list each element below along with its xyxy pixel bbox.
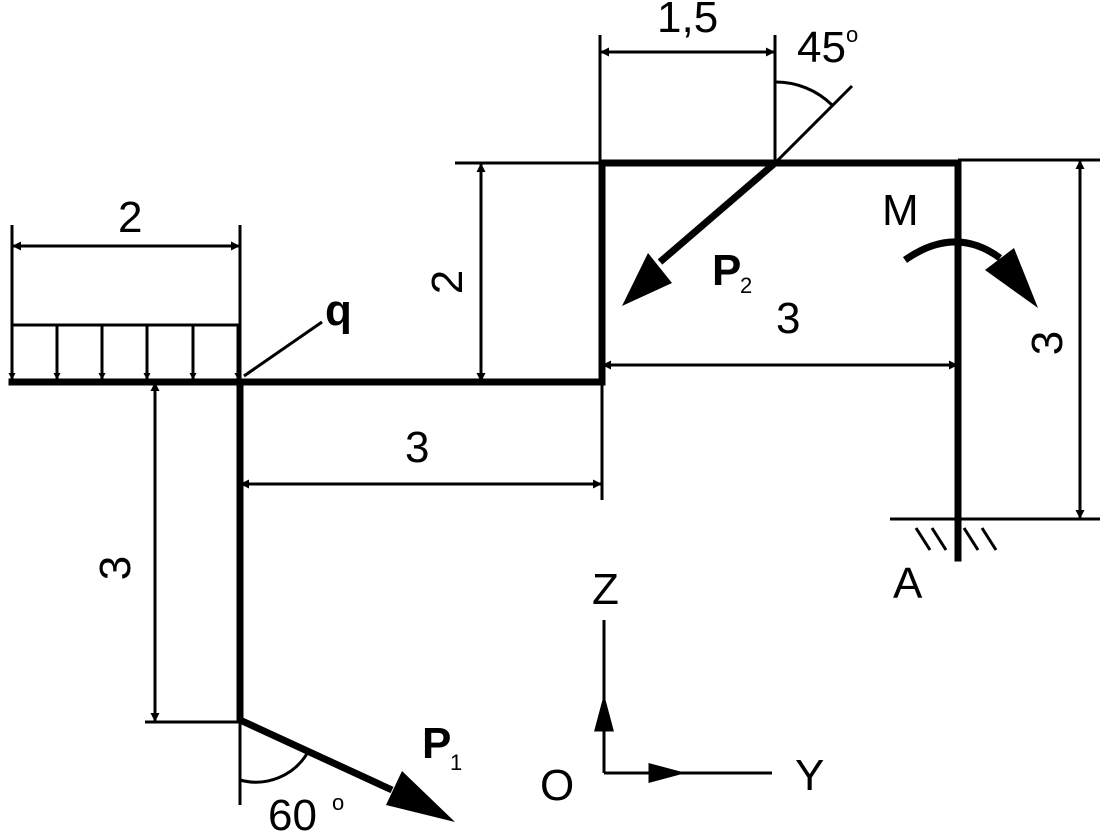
moment-m <box>902 238 1038 308</box>
coordinate-axes <box>594 620 772 783</box>
frame <box>8 159 962 724</box>
label-dim-q-width: 2 <box>118 193 142 242</box>
label-dim-left-height: 3 <box>91 556 140 580</box>
label-axis-z: Z <box>592 565 619 614</box>
label-axis-o: O <box>540 761 574 810</box>
label-dim-bottom-span: 3 <box>405 423 429 472</box>
label-degree-top: o <box>846 22 858 47</box>
label-angle-top: 45 <box>797 23 846 72</box>
label-degree-bottom: o <box>332 790 344 815</box>
q-leader <box>243 320 323 378</box>
label-force-p1-sub: 1 <box>450 750 462 775</box>
label-force-p2-sub: 2 <box>740 273 752 298</box>
dimension-lines <box>12 47 1085 722</box>
label-dim-right-height: 3 <box>1023 331 1072 355</box>
force-p1 <box>238 716 455 822</box>
label-dim-mid-height: 2 <box>423 270 472 294</box>
force-p2 <box>622 80 854 306</box>
label-angle-bottom: 60 <box>268 791 317 836</box>
label-force-p2: P <box>712 246 741 295</box>
support-a-hatching <box>914 527 998 551</box>
extension-lines <box>10 35 1100 805</box>
label-dim-right-span: 3 <box>776 294 800 343</box>
angle-arc-60 <box>239 751 310 784</box>
label-axis-y: Y <box>795 751 824 800</box>
label-force-p1: P <box>422 719 451 768</box>
angle-arc-45 <box>774 80 834 107</box>
distributed-load-q <box>8 320 323 380</box>
label-support-a: A <box>893 559 923 608</box>
label-load-q: q <box>325 286 352 335</box>
label-dim-top: 1,5 <box>657 0 718 42</box>
label-moment-m: M <box>882 186 919 235</box>
